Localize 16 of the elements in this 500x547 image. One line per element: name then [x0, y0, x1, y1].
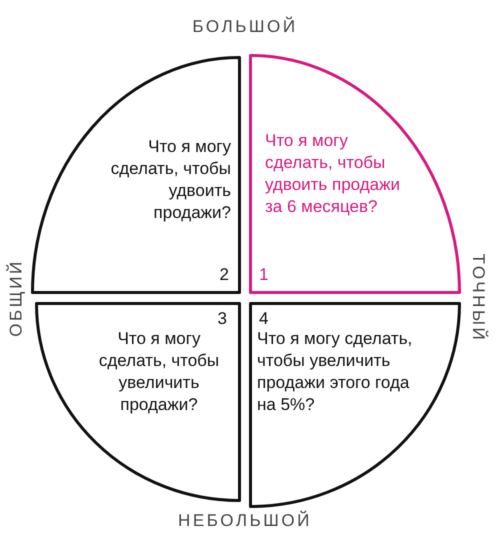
axis-label: БОЛЬШОЙ: [192, 16, 298, 38]
quadrant-number: 4: [259, 308, 268, 330]
axis-label: НЕБОЛЬШОЙ: [178, 510, 312, 532]
question-text: Что я могу сделать, чтобы увеличить продажи?: [98, 328, 220, 416]
quadrant-number: 3: [218, 308, 227, 330]
question-text: Что я могу сделать, чтобы удвоить продажи?: [110, 136, 231, 224]
quadrant-shape: [249, 54, 461, 294]
axis-label: ТОЧНЫЙ: [468, 254, 490, 342]
quadrant-shape: [35, 302, 241, 502]
quadrant-number: 1: [259, 264, 268, 286]
axis-label: ОБЩИЙ: [5, 259, 26, 337]
quadrant-shape: [249, 302, 461, 508]
question-text: Что я могу сделать, чтобы увеличить продажи этого года на 5%?: [257, 328, 414, 416]
quadrant-shape: [31, 56, 241, 294]
quadrant-number: 2: [220, 264, 229, 286]
question-text: Что я могу сделать, чтобы удвоить продажи за 6 месяцев?: [265, 130, 401, 218]
